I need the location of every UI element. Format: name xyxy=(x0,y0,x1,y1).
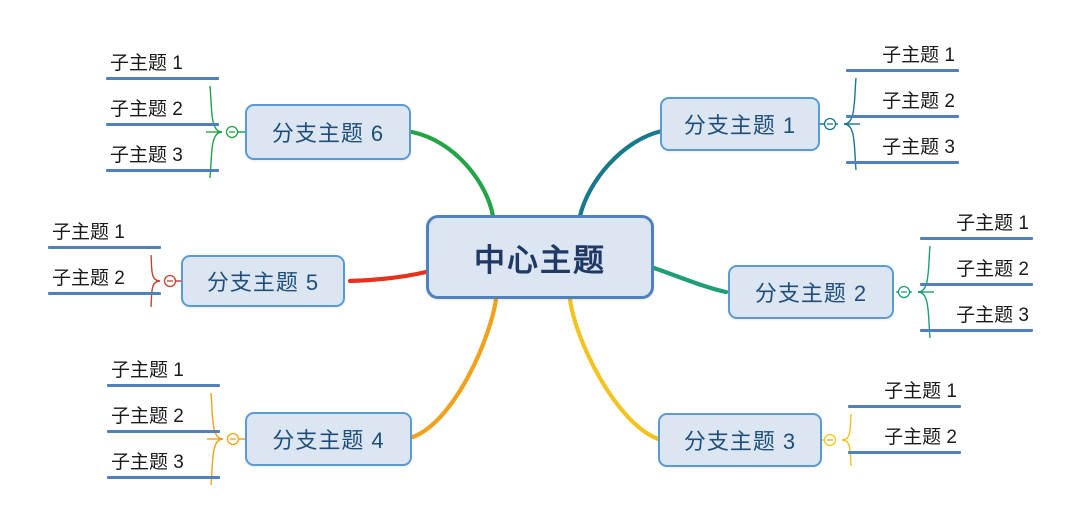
branch-node-6[interactable]: 分支主题 6 xyxy=(245,104,411,160)
subtopic-underline xyxy=(48,246,161,249)
subtopic-label: 子主题 3 xyxy=(882,137,955,158)
subtopic-label: 子主题 2 xyxy=(111,406,184,427)
subtopic-2-1[interactable]: 子主题 1 xyxy=(920,212,1033,240)
trunk-branch-5 xyxy=(347,269,429,284)
subtopic-label: 子主题 2 xyxy=(52,268,125,289)
subtopic-label: 子主题 2 xyxy=(110,99,183,120)
toggle-ring-6[interactable] xyxy=(225,125,239,139)
subtopic-5-1[interactable]: 子主题 1 xyxy=(48,221,161,249)
subtopic-6-2[interactable]: 子主题 2 xyxy=(106,98,219,126)
subtopic-4-1[interactable]: 子主题 1 xyxy=(107,359,220,387)
trunk-branch-1 xyxy=(577,128,665,219)
subtopic-label: 子主题 2 xyxy=(884,427,957,448)
subtopic-4-2[interactable]: 子主题 2 xyxy=(107,405,220,433)
toggle-ring-1[interactable] xyxy=(823,117,837,131)
branch-node-5[interactable]: 分支主题 5 xyxy=(181,255,345,307)
subtopic-underline xyxy=(106,123,219,126)
branch-node-4[interactable]: 分支主题 4 xyxy=(245,412,412,466)
subtopic-2-3[interactable]: 子主题 3 xyxy=(920,304,1033,332)
branch-label-1: 分支主题 1 xyxy=(683,113,797,138)
subtopic-underline xyxy=(846,69,959,72)
subtopic-underline xyxy=(920,283,1033,286)
subtopic-1-1[interactable]: 子主题 1 xyxy=(846,44,959,72)
subtopic-5-2[interactable]: 子主题 2 xyxy=(48,267,161,295)
branch-node-3[interactable]: 分支主题 3 xyxy=(658,413,822,467)
subtopic-2-2[interactable]: 子主题 2 xyxy=(920,258,1033,286)
subtopic-underline xyxy=(848,451,961,454)
subtopic-underline xyxy=(848,405,961,408)
subtopic-underline xyxy=(106,169,219,172)
subtopic-underline xyxy=(920,237,1033,240)
subtopic-1-3[interactable]: 子主题 3 xyxy=(846,136,959,164)
subtopic-label: 子主题 1 xyxy=(110,53,183,74)
toggle-ring-2[interactable] xyxy=(897,285,911,299)
subtopic-6-3[interactable]: 子主题 3 xyxy=(106,144,219,172)
trunk-branch-6 xyxy=(409,129,496,219)
trunk-branch-4 xyxy=(410,296,499,440)
subtopic-label: 子主题 1 xyxy=(52,222,125,243)
subtopic-label: 子主题 2 xyxy=(956,259,1029,280)
central-topic-label: 中心主题 xyxy=(474,242,606,278)
subtopic-underline xyxy=(107,430,220,433)
toggle-ring-4[interactable] xyxy=(226,432,240,446)
subtopic-3-2[interactable]: 子主题 2 xyxy=(848,426,961,454)
subtopic-label: 子主题 3 xyxy=(110,145,183,166)
subtopic-1-2[interactable]: 子主题 2 xyxy=(846,90,959,118)
central-topic-node[interactable]: 中心主题 xyxy=(426,215,654,299)
branch-node-1[interactable]: 分支主题 1 xyxy=(660,97,820,151)
subtopic-label: 子主题 1 xyxy=(882,45,955,66)
subtopic-underline xyxy=(107,384,220,387)
toggle-ring-3[interactable] xyxy=(823,433,837,447)
subtopic-label: 子主题 1 xyxy=(884,381,957,402)
toggle-ring-5[interactable] xyxy=(163,274,177,288)
subtopic-3-1[interactable]: 子主题 1 xyxy=(848,380,961,408)
subtopic-4-3[interactable]: 子主题 3 xyxy=(107,451,220,479)
branch-label-2: 分支主题 2 xyxy=(754,281,868,306)
subtopic-underline xyxy=(920,329,1033,332)
branch-node-2[interactable]: 分支主题 2 xyxy=(728,265,894,319)
subtopic-underline xyxy=(48,292,161,295)
subtopic-underline xyxy=(106,77,219,80)
subtopic-6-1[interactable]: 子主题 1 xyxy=(106,52,219,80)
trunk-branch-3 xyxy=(567,296,661,442)
subtopic-label: 子主题 2 xyxy=(882,91,955,112)
subtopic-label: 子主题 3 xyxy=(111,452,184,473)
branch-label-6: 分支主题 6 xyxy=(271,121,385,146)
branch-label-4: 分支主题 4 xyxy=(272,428,385,453)
subtopic-underline xyxy=(846,115,959,118)
branch-label-3: 分支主题 3 xyxy=(683,429,797,454)
subtopic-label: 子主题 1 xyxy=(111,360,184,381)
branch-label-5: 分支主题 5 xyxy=(206,270,320,295)
subtopic-label: 子主题 1 xyxy=(956,213,1029,234)
subtopic-underline xyxy=(107,476,220,479)
subtopic-label: 子主题 3 xyxy=(956,305,1029,326)
trunk-branch-2 xyxy=(651,265,729,295)
subtopic-underline xyxy=(846,161,959,164)
